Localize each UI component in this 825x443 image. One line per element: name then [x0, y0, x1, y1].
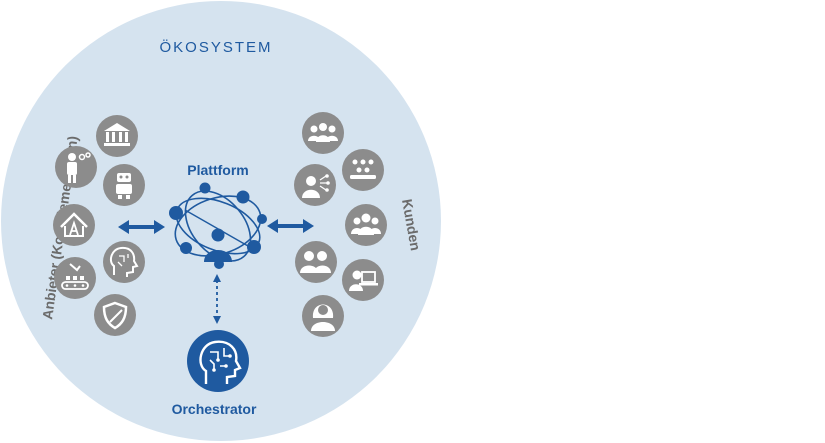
- couple-icon: [295, 241, 337, 283]
- bank-icon: [96, 115, 138, 157]
- businessman-gears-icon: [55, 146, 97, 188]
- network-user-icon: [169, 182, 267, 269]
- orchestrator-label: Orchestrator: [172, 401, 257, 417]
- ai-head-icon: [103, 241, 145, 283]
- robot-icon: [103, 164, 145, 206]
- laptop-user-icon: [342, 259, 384, 301]
- conveyor-robot-arm-icon: [54, 257, 96, 299]
- audience-icon: [342, 149, 384, 191]
- presenter-network-icon: [294, 164, 336, 206]
- woman-icon: [302, 295, 344, 337]
- ecosystem-label: ÖKOSYSTEM: [159, 38, 272, 56]
- smart-home-icon: [53, 204, 95, 246]
- provider-platform-arrow: [118, 220, 165, 234]
- ai-brain-head-icon: [187, 330, 249, 392]
- platform-orchestrator-arrow: [213, 274, 221, 324]
- platform-customer-arrow: [267, 219, 314, 233]
- team-icon: [345, 204, 387, 246]
- shield-icon: [94, 294, 136, 336]
- group-icon: [302, 112, 344, 154]
- platform-label: Plattform: [187, 162, 248, 178]
